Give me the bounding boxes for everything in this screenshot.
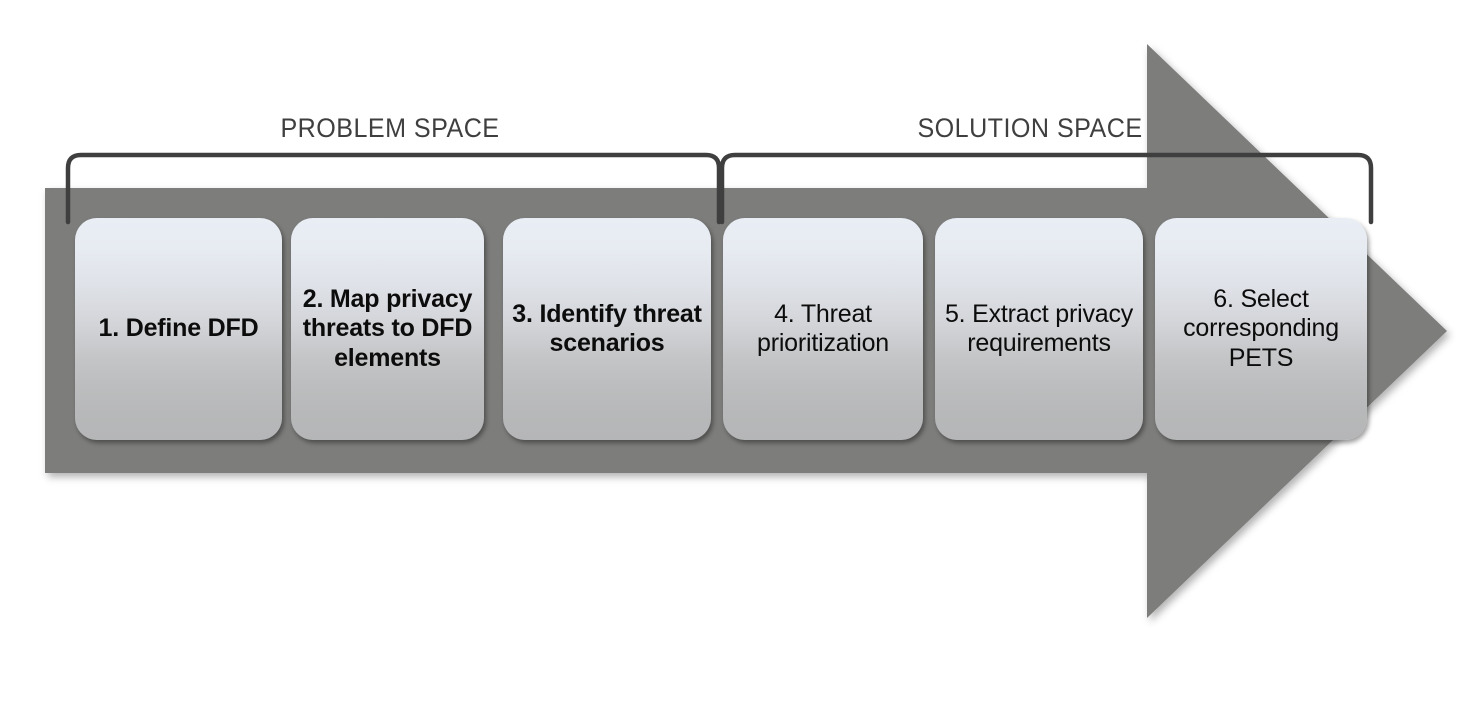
step-box-1[interactable]: 1. Define DFD [75,218,282,440]
step-label-3: 3. Identify threat scenarios [512,299,702,358]
step-box-6[interactable]: 6. Select corresponding PETS [1155,218,1367,440]
step-label-1: 1. Define DFD [98,314,259,343]
step-box-2[interactable]: 2. Map privacy threats to DFD elements [291,218,484,440]
step-box-3[interactable]: 3. Identify threat scenarios [503,218,711,440]
step-label-5: 5. Extract privacy requirements [944,299,1134,358]
step-box-5[interactable]: 5. Extract privacy requirements [935,218,1143,440]
solution-space-label: SOLUTION SPACE [917,113,1143,143]
step-label-4: 4. Threat prioritization [757,299,889,358]
step-box-4[interactable]: 4. Threat prioritization [723,218,923,440]
problem-space-brace [65,152,722,225]
step-label-2: 2. Map privacy threats to DFD elements [302,284,473,372]
solution-space-brace [719,152,1374,225]
step-label-6: 6. Select corresponding PETS [1183,284,1339,372]
problem-space-label: PROBLEM SPACE [280,113,500,143]
